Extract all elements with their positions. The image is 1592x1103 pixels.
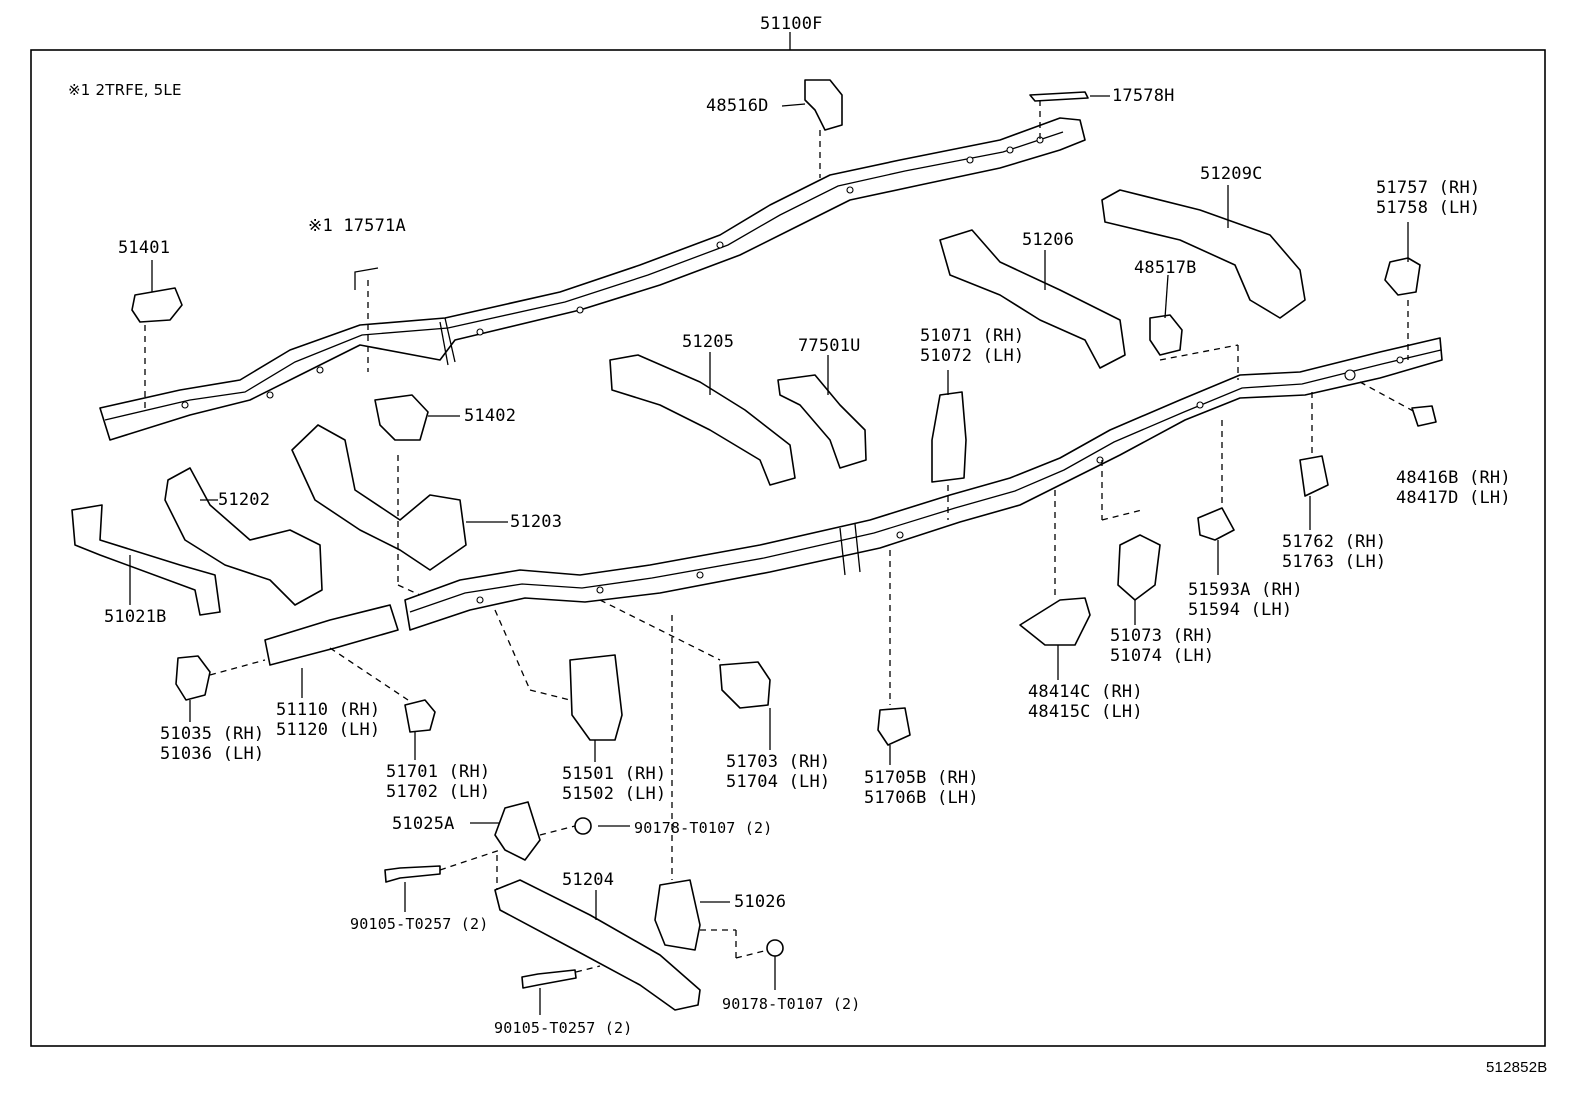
part-label-51071: 51071 (RH) <box>920 326 1025 346</box>
part-51071-shape <box>931 391 967 483</box>
part-51703-shape <box>719 661 771 709</box>
part-51209C-shape <box>1101 189 1306 319</box>
part-51035-shape <box>175 655 211 701</box>
part-label-51035: 51035 (RH) <box>160 724 265 744</box>
part-51203-shape <box>291 424 467 571</box>
part-51021B-shape <box>71 504 221 616</box>
assembly-label: 51100F <box>760 14 823 34</box>
part-51705B-shape <box>877 707 911 746</box>
part-17578H-shape <box>1029 91 1089 102</box>
part-51202-shape <box>164 467 323 606</box>
part-51762-shape <box>1299 455 1329 497</box>
part-48416B-shape <box>1411 405 1437 427</box>
part-48517B-shape <box>1149 314 1183 356</box>
part-label-51026: 51026 <box>734 892 787 912</box>
part-label-51704: 51704 (LH) <box>726 772 831 792</box>
part-label-48416B: 48416B (RH) <box>1396 468 1511 488</box>
part-90105-bolt-shape <box>384 865 441 883</box>
part-51110-shape <box>264 604 399 666</box>
part-label-48417D: 48417D (LH) <box>1396 488 1511 508</box>
part-label-48517B: 48517B <box>1134 258 1197 278</box>
part-label-90178-T0107-b: 90178-T0107 (2) <box>722 995 861 1013</box>
part-label-51705B: 51705B (RH) <box>864 768 979 788</box>
part-label-51072: 51072 (LH) <box>920 346 1025 366</box>
part-label-51402: 51402 <box>464 406 517 426</box>
part-48414C-shape <box>1019 597 1091 646</box>
part-label-51763: 51763 (LH) <box>1282 552 1387 572</box>
reference-code: 512852B <box>1486 1059 1548 1076</box>
part-label-90105-T0257-b: 90105-T0257 (2) <box>494 1019 633 1037</box>
diagram-border <box>30 49 1546 1047</box>
part-51701-shape <box>404 699 436 733</box>
part-51401-shape <box>131 287 183 323</box>
part-label-51025A: 51025A <box>392 814 455 834</box>
lower-frame-rail <box>404 337 1443 631</box>
part-label-51762: 51762 (RH) <box>1282 532 1387 552</box>
part-51025A-shape <box>494 801 541 861</box>
part-label-51074: 51074 (LH) <box>1110 646 1215 666</box>
part-label-51073: 51073 (RH) <box>1110 626 1215 646</box>
part-label-48414C: 48414C (RH) <box>1028 682 1143 702</box>
part-90178-nut-b-shape <box>766 939 784 957</box>
part-51402-shape <box>374 394 429 441</box>
part-label-51203: 51203 <box>510 512 563 532</box>
part-label-48415C: 48415C (LH) <box>1028 702 1143 722</box>
part-90178-nut-shape <box>574 817 592 835</box>
part-label-51110: 51110 (RH) <box>276 700 381 720</box>
engine-note: ※1 2TRFE, 5LE <box>68 81 182 99</box>
part-label-51205: 51205 <box>682 332 735 352</box>
dashed-leaders <box>144 100 1416 973</box>
part-label-51703: 51703 (RH) <box>726 752 831 772</box>
part-label-51758: 51758 (LH) <box>1376 198 1481 218</box>
part-label-51209C: 51209C <box>1200 164 1263 184</box>
part-label-51501: 51501 (RH) <box>562 764 667 784</box>
part-17571A-shape <box>354 267 379 290</box>
part-label-51593A: 51593A (RH) <box>1188 580 1303 600</box>
part-label-90105-T0257-a: 90105-T0257 (2) <box>350 915 489 933</box>
part-51204-shape <box>494 879 701 1011</box>
part-label-51021B: 51021B <box>104 607 167 627</box>
part-51501-shape <box>569 654 623 741</box>
part-label-17571A: ※1 17571A <box>308 216 406 236</box>
part-label-48516D: 48516D <box>706 96 769 116</box>
part-label-77501U: 77501U <box>798 336 861 356</box>
part-51593A-shape <box>1197 507 1235 541</box>
part-label-17578H: 17578H <box>1112 86 1175 106</box>
part-51206-shape <box>939 229 1126 369</box>
part-48516D-shape <box>804 79 843 131</box>
part-51073-shape <box>1117 534 1161 601</box>
part-label-90178-T0107-a: 90178-T0107 (2) <box>634 819 773 837</box>
part-label-51706B: 51706B (LH) <box>864 788 979 808</box>
part-label-51206: 51206 <box>1022 230 1075 250</box>
part-label-51120: 51120 (LH) <box>276 720 381 740</box>
part-51757-shape <box>1384 257 1421 296</box>
part-label-51036: 51036 (LH) <box>160 744 265 764</box>
part-label-51757: 51757 (RH) <box>1376 178 1481 198</box>
part-label-51594: 51594 (LH) <box>1188 600 1293 620</box>
part-51026-shape <box>654 879 701 951</box>
part-label-51401: 51401 <box>118 238 171 258</box>
part-51205-shape <box>609 354 796 486</box>
upper-frame-rail <box>99 117 1086 441</box>
part-label-51202: 51202 <box>218 490 271 510</box>
part-label-51502: 51502 (LH) <box>562 784 667 804</box>
part-label-51701: 51701 (RH) <box>386 762 491 782</box>
label-leaders <box>129 95 1409 1015</box>
part-90105-bolt-b-shape <box>521 969 577 989</box>
part-label-51204: 51204 <box>562 870 615 890</box>
part-label-51702: 51702 (LH) <box>386 782 491 802</box>
